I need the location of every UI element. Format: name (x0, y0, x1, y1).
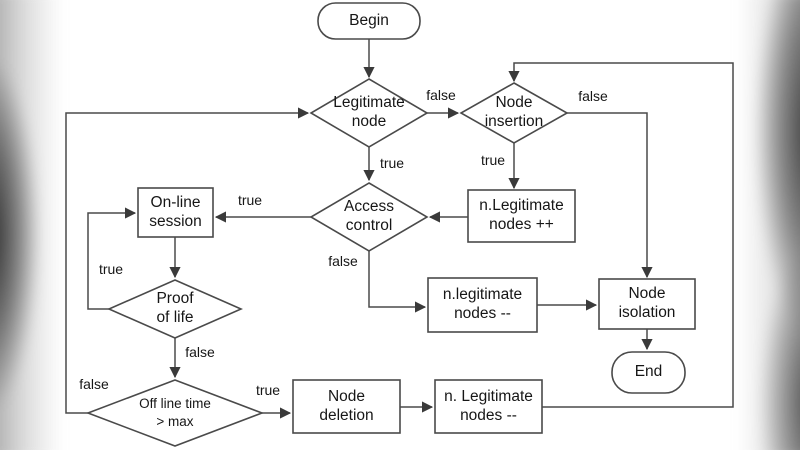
n-legitimate-nodes-increment-label: n.Legitimate nodes ++ (468, 190, 575, 242)
proof-of-life-text-line1: Proof (156, 290, 194, 308)
legitimate-node-decision-label: Legitimate node (311, 79, 427, 147)
node-deletion-process-label: Node deletion (293, 380, 400, 433)
legitimate-node-text-line2: node (351, 113, 387, 130)
n-legitimate-decrement-bottom-text-line1: n. Legitimate (444, 387, 533, 405)
node-deletion-process-shape (292, 379, 401, 434)
n-legitimate-increment-text-line1: n.Legitimate (479, 197, 564, 215)
n-legitimate-increment-text-line2: nodes ++ (489, 216, 554, 233)
node-deletion-text-line2: deletion (319, 406, 374, 424)
begin-text: Begin (349, 11, 389, 29)
edge-label-offline-true: true (255, 382, 281, 398)
online-session-process-shape (137, 187, 214, 238)
n-legitimate-nodes-increment-shape (467, 189, 576, 243)
n-legitimate-nodes-decrement-bottom-label: n. Legitimate nodes -- (435, 380, 542, 433)
node-deletion-text-line1: Node (327, 387, 366, 405)
node-isolation-text-line2: isolation (618, 304, 676, 321)
n-legitimate-decrement-mid-text-line2: nodes -- (454, 305, 511, 322)
edge-insertion-false-to-isolation (567, 112, 653, 279)
access-control-text-line1: Access (344, 198, 394, 216)
node-insertion-decision-shape (459, 82, 569, 144)
proof-of-life-decision-label: Proof of life (109, 280, 241, 338)
edge-label-proof-true: true (98, 261, 124, 277)
proof-of-life-text-line2: of life (156, 309, 194, 326)
n-legitimate-decrement-mid-text-line1: n.legitimate (442, 286, 523, 304)
node-insertion-decision-label: Node insertion (461, 83, 567, 143)
edge-label-insertion-true: true (480, 152, 506, 168)
node-isolation-process-shape (598, 278, 696, 330)
end-terminal-shape (611, 351, 686, 394)
edge-label-access-false: false (328, 253, 358, 269)
begin-terminal-label: Begin (318, 3, 420, 39)
edge-proof-true-loop-to-online-session (87, 207, 137, 310)
node-isolation-process-label: Node isolation (599, 279, 695, 329)
n-legitimate-nodes-decrement-mid-label: n.legitimate nodes -- (428, 278, 537, 332)
online-session-process-label: On-line session (138, 188, 213, 237)
edge-access-false-to-decrement-mid (368, 251, 427, 313)
n-legitimate-nodes-decrement-bottom-shape (434, 379, 543, 434)
edge-label-legitimate-false: false (426, 87, 456, 103)
node-insertion-text-line2: insertion (484, 113, 544, 130)
offline-time-text-line1: Off line time (139, 396, 211, 412)
access-control-decision-label: Access control (311, 183, 427, 251)
offline-time-decision-label: Off line time > max (88, 380, 262, 446)
access-control-text-line2: control (345, 217, 393, 234)
n-legitimate-nodes-decrement-mid-shape (427, 277, 538, 333)
end-text: End (634, 363, 663, 381)
node-insertion-text-line1: Node (495, 94, 533, 112)
edge-label-insertion-false: false (578, 88, 608, 104)
online-session-text-line2: session (149, 212, 202, 230)
legitimate-node-decision-shape (309, 78, 429, 148)
edge-label-offline-false: false (79, 376, 109, 392)
access-control-decision-shape (309, 182, 429, 252)
edge-label-legitimate-true: true (379, 155, 405, 171)
end-terminal-label: End (612, 352, 685, 393)
offline-time-text-line2: > max (156, 414, 194, 429)
proof-of-life-decision-shape (107, 279, 243, 339)
n-legitimate-decrement-bottom-text-line2: nodes -- (460, 406, 517, 424)
node-isolation-text-line1: Node (628, 285, 666, 303)
edge-label-access-true: true (237, 192, 263, 208)
edge-label-proof-false: false (185, 344, 215, 360)
online-session-text-line1: On-line (150, 193, 201, 211)
begin-terminal-shape (317, 2, 421, 40)
offline-time-decision-shape (85, 379, 265, 447)
legitimate-node-text-line1: Legitimate (333, 94, 405, 112)
